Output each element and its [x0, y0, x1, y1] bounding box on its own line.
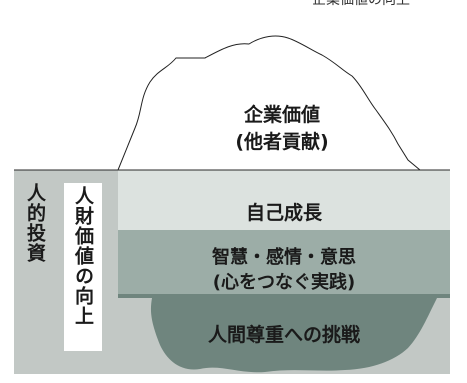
layer-wisdom-label-line1: 智慧・感情・意思 [212, 247, 356, 268]
top-caption: ・企業価値の向上・ [298, 0, 424, 8]
human-investment-label: 人的投資 [24, 183, 46, 263]
layer-self-growth-band [118, 170, 450, 230]
tip-label-line1: 企業価値 [243, 104, 320, 126]
layer-self-growth-label: 自己成長 [245, 202, 322, 224]
tip-label-line2: (他者貢献) [235, 131, 329, 153]
layer-respect-label: 人間尊重への挑戦 [207, 324, 360, 346]
human-capital-value-label: 人財価値の向上 [72, 186, 94, 326]
layer-wisdom-band [118, 230, 450, 294]
layer-wisdom-label-line2: (心をつなぐ実践) [212, 272, 356, 293]
iceberg-tip [117, 35, 422, 171]
human-capital-box [64, 183, 102, 351]
